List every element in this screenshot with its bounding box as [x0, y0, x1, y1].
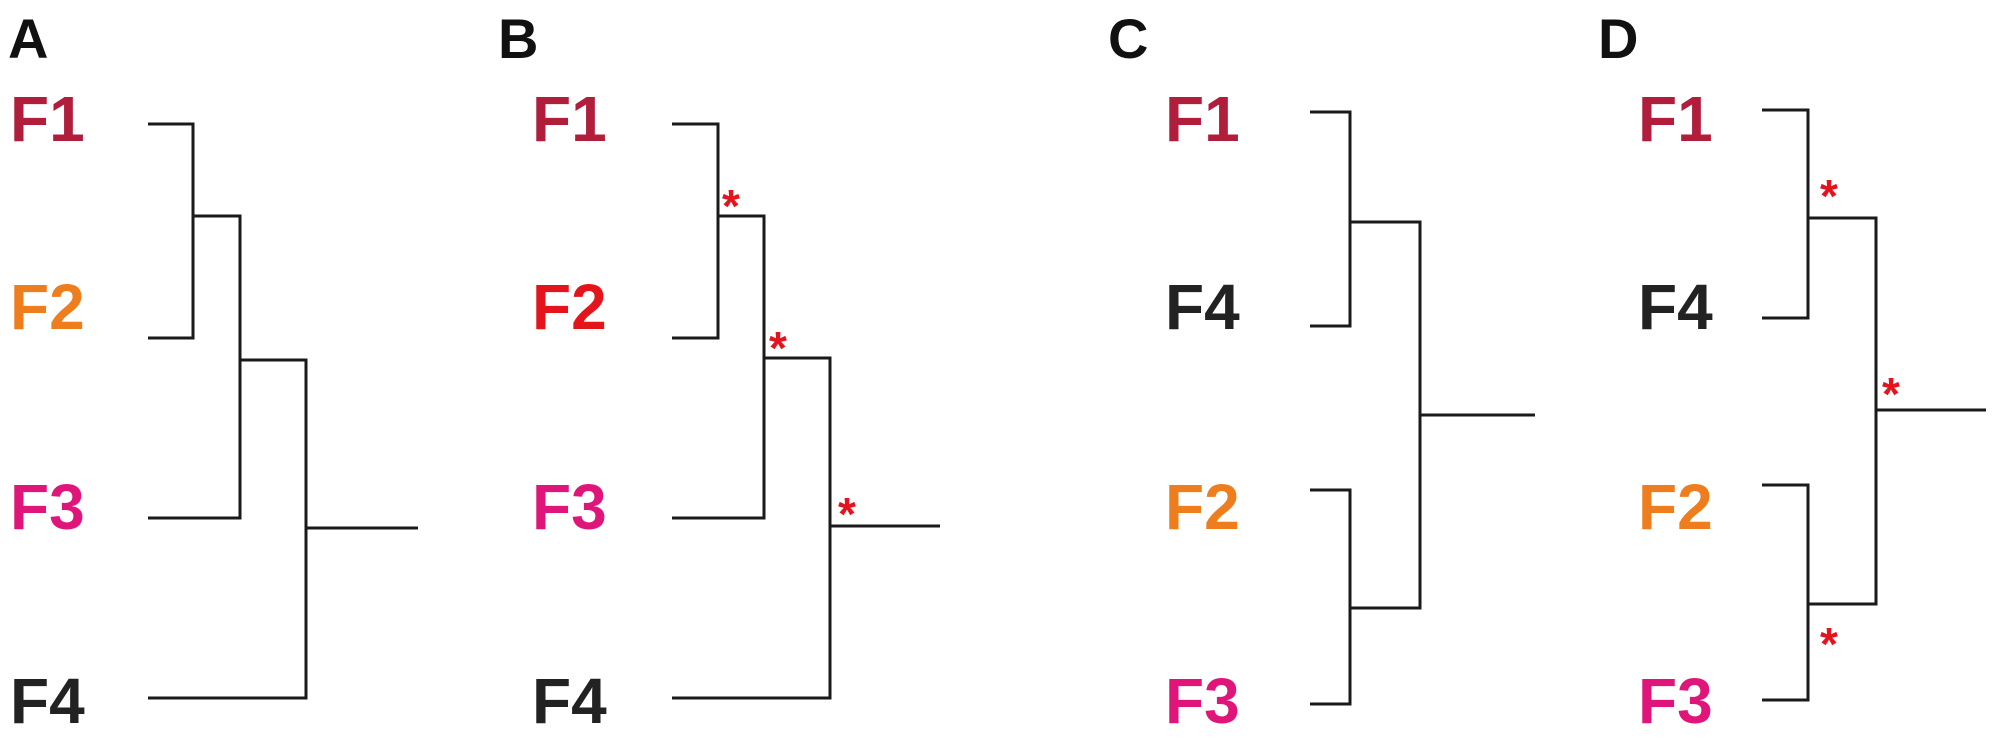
panel-d-significance-3: * — [1820, 618, 1838, 670]
panel-b-leaf-4: F4 — [532, 665, 607, 737]
panel-b-leaf-2: F2 — [532, 271, 607, 343]
panel-c: C F1 F4 F2 F3 — [1108, 7, 1535, 737]
panel-a: A F1 F2 F3 F4 — [8, 7, 418, 737]
panel-b-leaf-3: F3 — [532, 471, 607, 543]
panel-a-letter: A — [8, 7, 48, 70]
panel-c-leaf-4: F3 — [1165, 665, 1240, 737]
panel-d-significance-1: * — [1820, 170, 1838, 222]
panel-b: B F1 F2 F3 F4 * * * — [498, 7, 940, 737]
panel-b-leaf-1: F1 — [532, 83, 607, 155]
panel-b-clade-f12-f3 — [672, 214, 766, 520]
panel-a-clade-f12-f3 — [148, 214, 242, 520]
panel-c-clade-f2-f3 — [1310, 488, 1352, 706]
panel-c-clade-root — [1350, 220, 1422, 610]
panel-d-clade-f1-f4 — [1762, 108, 1810, 320]
panel-d-letter: D — [1598, 7, 1638, 70]
panel-d-clade-root — [1808, 216, 1878, 606]
panel-b-letter: B — [498, 7, 538, 70]
panel-a-leaf-2: F2 — [10, 271, 85, 343]
panel-d-significance-2: * — [1882, 368, 1900, 420]
panel-b-significance-3: * — [838, 488, 856, 540]
panel-d-leaf-1: F1 — [1638, 83, 1713, 155]
panel-a-leaf-1: F1 — [10, 83, 85, 155]
panel-b-significance-1: * — [722, 180, 740, 232]
panel-d-leaf-4: F3 — [1638, 665, 1713, 737]
panel-a-leaf-4: F4 — [10, 665, 85, 737]
panel-c-clade-f1-f4 — [1310, 110, 1352, 328]
panel-c-leaf-1: F1 — [1165, 83, 1240, 155]
panel-a-clade-f1-f2 — [148, 122, 195, 340]
panel-a-clade-root — [148, 358, 308, 700]
panel-c-letter: C — [1108, 7, 1148, 70]
panel-d-leaf-3: F2 — [1638, 471, 1713, 543]
panel-b-clade-root — [672, 356, 832, 700]
panel-b-clade-f1-f2 — [672, 122, 720, 340]
panel-a-leaf-3: F3 — [10, 471, 85, 543]
panel-d: D F1 F4 F2 F3 * * * — [1598, 7, 1986, 737]
panel-c-leaf-2: F4 — [1165, 271, 1240, 343]
panel-b-significance-2: * — [769, 322, 787, 374]
panel-d-clade-f2-f3 — [1762, 483, 1810, 702]
panel-c-leaf-3: F2 — [1165, 471, 1240, 543]
panel-d-leaf-2: F4 — [1638, 271, 1713, 343]
